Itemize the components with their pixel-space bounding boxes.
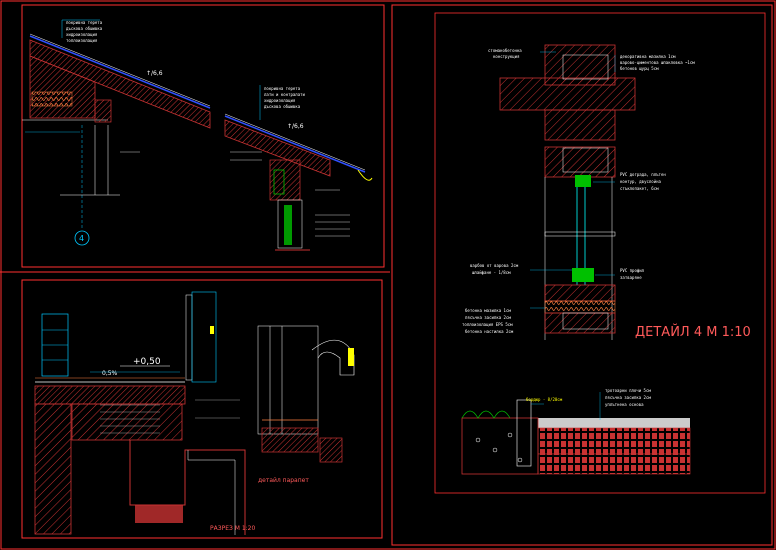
svg-text:бетонов щурц 5см: бетонов щурц 5см — [620, 66, 659, 71]
frame-bottom-left — [21, 279, 383, 539]
svg-text:конструкция: конструкция — [493, 54, 520, 59]
window-right-notes-1: декоративна мазилка 1см варово-циментова… — [614, 54, 695, 72]
svg-text:топлоизолация: топлоизолация — [66, 38, 97, 43]
svg-text:PVC дограда, плътен: PVC дограда, плътен — [620, 172, 666, 177]
window-right-notes-2: PVC дограда, плътен контур, двуслойна ст… — [593, 172, 666, 191]
svg-text:покривна терета: покривна терета — [66, 20, 103, 25]
svg-text:стъклопакет, 6см: стъклопакет, 6см — [620, 186, 659, 191]
frame-right — [391, 4, 773, 546]
svg-text:пясъчна засипка 2см: пясъчна засипка 2см — [605, 395, 651, 400]
frame-right-inner — [434, 12, 766, 494]
parapet-title: детайл парапет — [258, 477, 309, 484]
svg-text:уплътнена основа: уплътнена основа — [605, 402, 644, 407]
eaves-detail-1: 4 ↑/6,6 покривна терета дъскова обшивка … — [22, 19, 211, 246]
ground-notes: тротоарни плочи 5см пясъчна засипка 2см … — [605, 388, 651, 407]
svg-text:варово-циментова шпакловка ~1с: варово-циментова шпакловка ~1см — [620, 60, 695, 65]
svg-text:варбов от варова 2см: варбов от варова 2см — [470, 263, 519, 268]
svg-text:лати и контралати: лати и контралати — [264, 92, 306, 97]
svg-text:бетонна настилка 2см: бетонна настилка 2см — [465, 329, 514, 334]
svg-text:декоративна мазилка 1см: декоративна мазилка 1см — [620, 54, 676, 59]
roof2-notes: покривна терета лати и контралати хидрои… — [264, 86, 306, 109]
svg-text:покривна терета: покривна терета — [264, 86, 301, 91]
svg-text:бетонна мазилка 1см: бетонна мазилка 1см — [465, 308, 511, 313]
svg-text:стоманобетонна: стоманобетонна — [488, 48, 522, 53]
svg-text:дъскова обшивка: дъскова обшивка — [264, 104, 301, 109]
detail4-window: стоманобетонна конструкция декоративна м… — [462, 44, 751, 340]
bordure-label: бордюр - 8/20см — [526, 397, 563, 402]
svg-text:затваряне: затваряне — [620, 275, 642, 280]
window-left-notes-2: бетонна мазилка 1см пясъчна засипка 2см … — [462, 307, 545, 334]
window-top-notes: стоманобетонна конструкция — [488, 48, 556, 59]
svg-text:дъскова обшивка: дъскова обшивка — [66, 26, 103, 31]
svg-text:PVC профил: PVC профил — [620, 268, 645, 273]
section-detail: +0,50 0,5% РАЗРЕЗ М 1:20 — [34, 291, 255, 535]
detail-title: ДЕТАЙЛ 4 М 1:10 — [635, 324, 751, 340]
section-title: РАЗРЕЗ М 1:20 — [210, 525, 255, 532]
svg-text:шлайфане - 1/8см: шлайфане - 1/8см — [472, 270, 511, 275]
axis-marker-circle — [74, 230, 90, 246]
roof-slope-label-1: ↑/6,6 — [146, 70, 163, 77]
svg-text:топлоизолация EPS 5см: топлоизолация EPS 5см — [462, 322, 513, 327]
svg-text:тротоарни плочи 5см: тротоарни плочи 5см — [605, 388, 651, 393]
frame-top-left — [21, 4, 385, 268]
window-left-notes-1: варбов от варова 2см шлайфане - 1/8см — [470, 263, 572, 275]
axis-marker-label: 4 — [79, 234, 84, 243]
roof1-notes: покривна терета дъскова обшивка хидроизо… — [66, 20, 103, 43]
svg-text:контур, двуслойна: контур, двуслойна — [620, 179, 662, 184]
svg-text:хидроизолация: хидроизолация — [66, 32, 97, 37]
slope-pct: 0,5% — [102, 370, 118, 377]
window-right-notes-3: PVC профил затваряне — [595, 268, 645, 280]
roof-slope-label-2: ↑/6,6 — [287, 123, 304, 130]
level-mark: +0,50 — [133, 357, 161, 367]
paving-detail: бордюр - 8/20см тротоарни плочи 5см пясъ… — [461, 388, 691, 475]
eaves-detail-2: ↑/6,6 покривна терета лати и контралати … — [224, 85, 373, 251]
parapet-detail: детайл парапет — [257, 325, 355, 484]
svg-text:хидроизолация: хидроизолация — [264, 98, 295, 103]
svg-text:пясъчна засипка 2см: пясъчна засипка 2см — [465, 315, 511, 320]
